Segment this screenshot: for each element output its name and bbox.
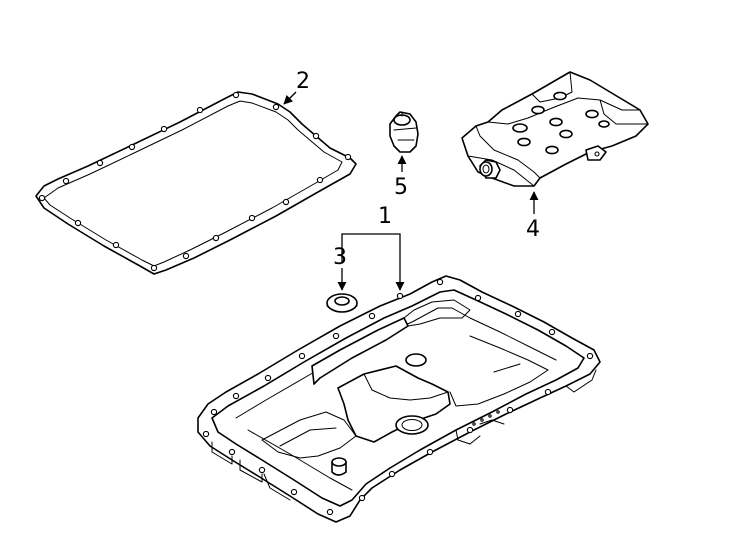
filter-seal[interactable]	[389, 111, 419, 153]
callout-1: 1	[341, 204, 405, 291]
oil-pan[interactable]	[197, 275, 601, 523]
pan-rib-dots	[472, 410, 500, 426]
svg-text:5: 5	[394, 175, 408, 200]
svg-text:1: 1	[378, 204, 392, 229]
filter-ports	[512, 91, 610, 155]
pan-gasket[interactable]	[35, 91, 357, 275]
svg-text:4: 4	[526, 217, 540, 242]
svg-text:2: 2	[296, 69, 310, 94]
callout-4: 4	[526, 191, 540, 242]
callout-5: 5	[394, 155, 408, 200]
callout-3: 3	[333, 245, 347, 291]
drain-plug-seal[interactable]	[326, 293, 358, 313]
filter-outlet-neck	[479, 159, 501, 179]
gasket-bolt-holes	[38, 91, 352, 272]
callout-2: 2	[283, 69, 310, 105]
transmission-filter[interactable]	[461, 71, 649, 187]
svg-text:3: 3	[333, 245, 347, 270]
pan-bolt-holes	[202, 278, 594, 516]
